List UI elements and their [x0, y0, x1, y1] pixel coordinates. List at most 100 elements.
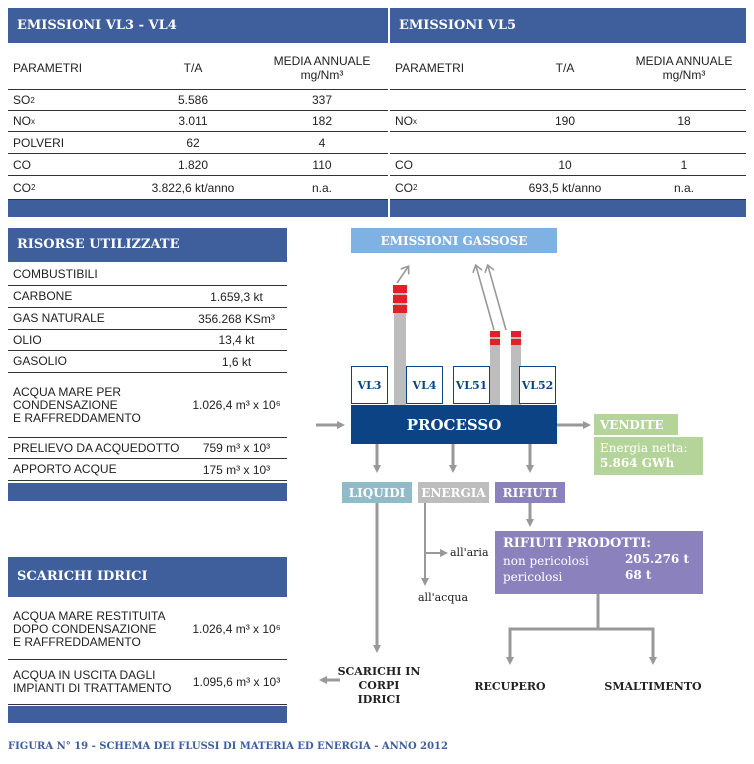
table-row: COMBUSTIBILI: [8, 264, 287, 286]
media-cell: 182: [311, 114, 333, 128]
param-subscript: x: [31, 116, 35, 126]
all-acqua-label: all'acqua: [418, 591, 469, 604]
ta-cell: 5.586: [177, 93, 209, 107]
scarichi-title: SCARICHI IDRICI: [8, 557, 287, 597]
resource-value: 13,4 kt: [218, 333, 255, 347]
table-row: APPORTO ACQUE 175 m³ x 10³: [8, 459, 287, 481]
param-subscript: 2: [413, 183, 418, 192]
emission-arrow-vl5-a: [476, 266, 495, 331]
unit-vl52: VL52: [519, 366, 556, 404]
emissioni-gassose-box: EMISSIONI GASSOSE: [351, 228, 557, 253]
resource-label: COMBUSTIBILI: [13, 267, 98, 281]
scarichi-corpi-idrici-label: SCARICHI IN CORPI IDRICI: [336, 665, 422, 707]
param-cell: CO: [13, 180, 31, 195]
table-row: CO 1.820 110: [8, 154, 388, 176]
ta-cell: 3.011: [178, 114, 208, 128]
ta-cell: 190: [554, 114, 576, 128]
non-pericolosi-label: non pericolosi: [503, 554, 589, 568]
energia-netta-label: Energia netta:: [600, 441, 688, 455]
table-row: CARBONE 1.659,3 kt: [8, 286, 287, 308]
table-row: POLVERI 62 4: [8, 132, 388, 154]
resource-label: ACQUA IN USCITA DAGLI IMPIANTI DI TRATTA…: [13, 668, 172, 695]
energia-netta-box: Energia netta: 5.864 GWh: [594, 437, 703, 475]
scarichi-corpi-line-1: SCARICHI IN: [337, 665, 421, 678]
media-cell: 18: [677, 114, 691, 128]
resource-label: GAS NATURALE: [13, 311, 105, 325]
all-aria-label: all'aria: [450, 546, 489, 559]
energia-netta-value: 5.864 GWh: [600, 456, 675, 470]
vl5-col-param: PARAMETRI: [395, 60, 465, 75]
resource-value: 1.026,4 m³ x 10⁶: [192, 398, 281, 412]
table-row: [390, 132, 746, 154]
ta-cell: 1.820: [177, 157, 209, 172]
resource-label: APPORTO ACQUE: [13, 462, 117, 476]
recupero-label: RECUPERO: [474, 680, 546, 693]
ta-cell: 10: [558, 157, 572, 172]
ta-cell: 3.822,6 kt/anno: [151, 180, 235, 195]
chimney-vl52: [511, 331, 521, 405]
vendite-box: VENDITE: [594, 414, 678, 435]
unit-vl51: VL51: [453, 366, 490, 404]
rifiuti-box: RIFIUTI: [495, 482, 565, 503]
param-subscript: 2: [30, 95, 35, 105]
media-cell: 110: [312, 157, 332, 172]
liquidi-box: LIQUIDI: [342, 482, 412, 503]
resource-value: 759 m³ x 10³: [202, 441, 271, 455]
media-cell: 4: [318, 135, 326, 150]
media-cell: n.a.: [311, 180, 332, 195]
resource-value: 356.268 KSm³: [198, 311, 275, 326]
scarichi-corpi-line-2: CORPI IDRICI: [357, 679, 401, 706]
vl34-col-media-1: MEDIA ANNUALE: [273, 53, 371, 68]
resource-label: ACQUA MARE RESTITUITA DOPO CONDENSAZIONE…: [13, 608, 166, 649]
table-row: GAS NATURALE 356.268 KSm³: [8, 308, 287, 330]
vl5-col-media-2: mg/Nm³: [662, 67, 706, 82]
chimney-vl51: [490, 331, 500, 405]
vl34-col-media-2: mg/Nm³: [300, 67, 344, 82]
param-cell: NO: [395, 114, 413, 128]
pericolosi-value: 68 t: [625, 568, 652, 582]
resource-value: 1.095,6 m³ x 10³: [192, 675, 281, 689]
table-row: OLIO 13,4 kt: [8, 330, 287, 351]
param-cell: POLVERI: [13, 135, 65, 150]
ta-cell: 693,5 kt/anno: [528, 180, 602, 195]
rifiuti-prodotti-title: RIFIUTI PRODOTTI:: [503, 536, 652, 551]
resource-value: 175 m³ x 10³: [202, 462, 271, 477]
ta-cell: 62: [186, 135, 200, 150]
resource-label: OLIO: [13, 332, 42, 347]
param-cell: CO: [395, 180, 413, 195]
resource-label: CARBONE: [13, 289, 73, 303]
scarichi-footer-bar: [8, 706, 287, 723]
unit-vl3: VL3: [351, 366, 388, 404]
energia-box: ENERGIA: [418, 482, 489, 503]
processo-box: PROCESSO: [351, 405, 557, 444]
vl34-col-ta: T/A: [183, 60, 203, 75]
vl5-column-headers: PARAMETRI T/A MEDIA ANNUALE mg/Nm³: [390, 46, 746, 90]
param-cell: CO: [13, 157, 31, 172]
resource-value: 1.659,3 kt: [210, 289, 263, 304]
non-pericolosi-value: 205.276 t: [625, 552, 689, 566]
smaltimento-label: SMALTIMENTO: [604, 680, 702, 693]
param-subscript: 2: [31, 183, 36, 192]
table-row: ACQUA MARE RESTITUITA DOPO CONDENSAZIONE…: [8, 599, 287, 660]
media-cell: n.a.: [673, 180, 694, 195]
risorse-footer-bar: [8, 483, 287, 501]
vl5-footer-bar: [390, 200, 746, 217]
media-cell: 1: [680, 157, 688, 172]
table-row: ACQUA IN USCITA DAGLI IMPIANTI DI TRATTA…: [8, 660, 287, 705]
resource-label: GASOLIO: [13, 354, 68, 368]
emission-arrow-vl34: [396, 267, 408, 284]
prodotti-branch: [506, 594, 600, 665]
resource-value: 1,6 kt: [221, 354, 252, 369]
resource-label: ACQUA MARE PER CONDENSAZIONE E RAFFREDDA…: [13, 384, 141, 425]
emissioni-vl5-title: EMISSIONI VL5: [390, 8, 746, 43]
table-row: [390, 90, 746, 111]
table-row: GASOLIO 1,6 kt: [8, 351, 287, 373]
